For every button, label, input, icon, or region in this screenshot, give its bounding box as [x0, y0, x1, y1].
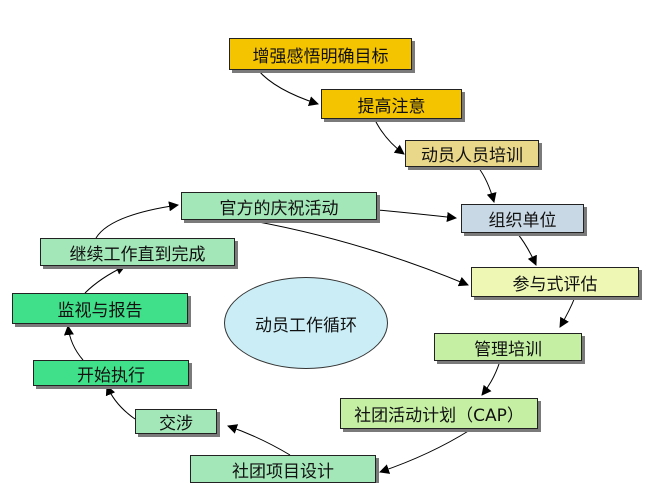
- arrow-12-to-13: [95, 201, 179, 239]
- step-label-5: 参与式评估: [512, 274, 598, 295]
- step-box-12: 继续工作直到完成: [40, 238, 235, 266]
- arrow-11-to-12: [84, 265, 126, 294]
- step-label-4: 组织单位: [488, 211, 557, 231]
- step-label-10: 开始执行: [77, 365, 145, 386]
- step-label-12: 继续工作直到完成: [69, 244, 206, 265]
- step-box-1: 增强感悟明确目标: [229, 38, 412, 70]
- cycle-center-ellipse: 动员工作循环: [224, 277, 388, 369]
- step-box-10: 开始执行: [33, 360, 189, 386]
- arrow-13-to-5: [247, 219, 469, 287]
- step-label-7: 社团活动计划（CAP）: [354, 406, 524, 426]
- step-label-9: 交涉: [159, 414, 193, 434]
- step-label-11: 监视与报告: [57, 301, 143, 321]
- step-label-13: 官方的庆祝活动: [219, 198, 339, 219]
- arrow-10-to-11: [63, 325, 84, 361]
- step-box-11: 监视与报告: [12, 293, 188, 324]
- step-label-8: 社团项目设计: [232, 461, 334, 482]
- step-box-2: 提高注意: [321, 89, 462, 119]
- arrow-3-to-4: [477, 166, 497, 203]
- step-label-2: 提高注意: [357, 96, 426, 117]
- step-box-8: 社团项目设计: [190, 455, 376, 483]
- step-label-6: 管理培训: [474, 339, 542, 360]
- arrow-7-to-8: [379, 429, 471, 474]
- arrow-4-to-5: [516, 232, 537, 266]
- step-box-7: 社团活动计划（CAP）: [340, 398, 538, 429]
- step-box-9: 交涉: [135, 409, 217, 434]
- step-label-3: 动员人员培训: [421, 146, 523, 166]
- arrow-9-to-10: [105, 385, 136, 420]
- cycle-center-label: 动员工作循环: [255, 315, 357, 336]
- step-box-3: 动员人员培训: [405, 140, 539, 167]
- step-box-5: 参与式评估: [471, 267, 639, 297]
- step-box-4: 组织单位: [461, 204, 584, 233]
- arrow-13-to-4: [377, 209, 457, 222]
- arrow-5-to-6: [559, 296, 576, 328]
- arrow-8-to-9: [227, 424, 291, 456]
- step-box-6: 管理培训: [434, 333, 582, 361]
- arrow-1-to-2: [257, 69, 319, 106]
- arrow-6-to-7: [481, 360, 501, 396]
- step-label-1: 增强感悟明确目标: [252, 46, 389, 67]
- step-box-13: 官方的庆祝活动: [181, 192, 377, 220]
- arrow-2-to-3: [374, 119, 405, 155]
